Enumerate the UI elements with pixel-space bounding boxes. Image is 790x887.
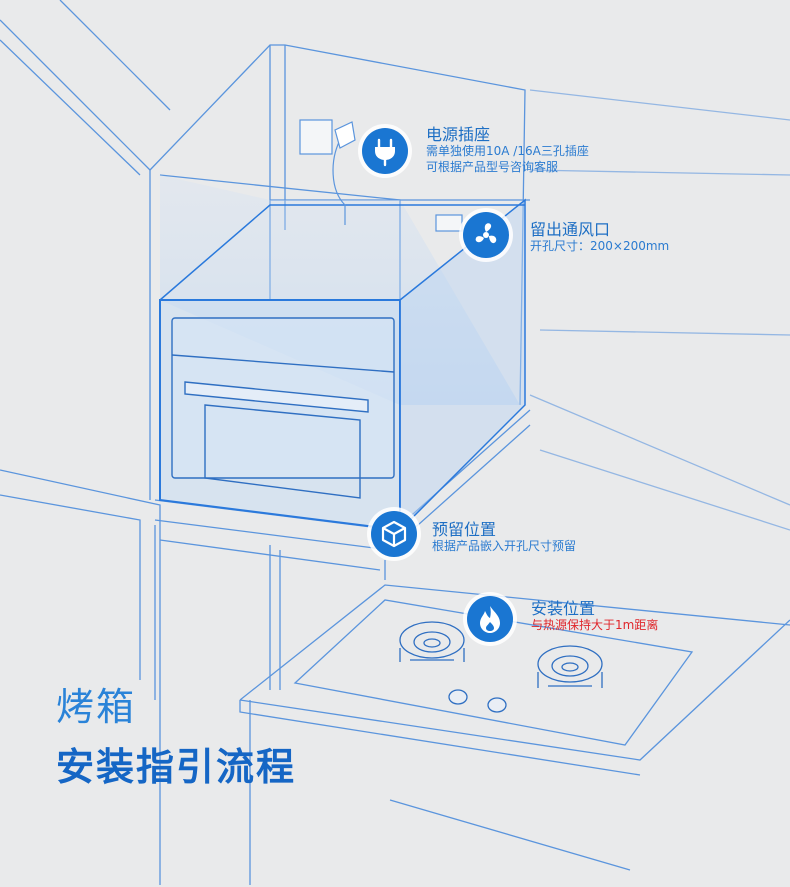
callout-text: 需单独使用10A /16A三孔插座 (426, 144, 589, 158)
oven-niche-top (159, 204, 525, 301)
hob-counter (239, 700, 641, 776)
hob-counter (239, 619, 790, 761)
base-door-lines (154, 525, 386, 700)
callout-text: 根据产品嵌入开孔尺寸预留 (432, 539, 577, 553)
plug-head (334, 121, 356, 149)
oven (171, 317, 395, 499)
wall-cabinet-line (59, 0, 171, 111)
callout-warning-text: 与热源保持大于1m距离 (531, 618, 659, 632)
hob-counter (239, 584, 790, 701)
cube-icon (371, 511, 417, 557)
callout-title: 留出通风口 (530, 220, 611, 239)
cable (332, 139, 346, 225)
wall-socket-icon (299, 119, 333, 155)
vent-grille-icon (435, 214, 463, 232)
hob-knobs (448, 689, 507, 713)
base-cabinet-line (0, 469, 161, 885)
heading-title: 安装指引流程 (56, 745, 297, 789)
fan-icon (463, 212, 509, 258)
hob-glass (293, 599, 694, 746)
niche-volume (160, 175, 520, 405)
callout-title: 安装位置 (531, 599, 596, 618)
callout-title: 预留位置 (432, 520, 497, 539)
burner-left (399, 621, 465, 662)
wall-cabinet-line (0, 19, 151, 171)
base-cabinet-line (249, 700, 631, 885)
callout-text: 可根据产品型号咨询客服 (426, 160, 559, 174)
burner-right (537, 645, 603, 688)
base-cabinet-line (0, 494, 141, 680)
plug-icon (362, 128, 408, 174)
wall-cabinet-line (0, 39, 141, 176)
base-door-lines (159, 539, 381, 690)
callout-text: 开孔尺寸：200×200mm (530, 239, 670, 253)
flame-icon (467, 596, 513, 642)
callout-title: 电源插座 (426, 125, 491, 144)
heading-product: 烤箱 (56, 685, 137, 729)
wall-line (529, 89, 790, 531)
